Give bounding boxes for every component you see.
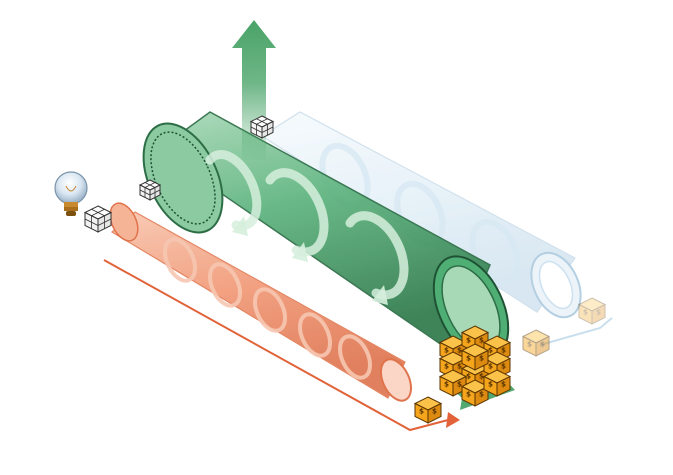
dollar-symbol: $ <box>479 335 484 344</box>
dollar-symbol: $ <box>527 339 532 348</box>
dollar-cube-icon: $$ <box>413 396 443 424</box>
orange-pipe-back-rim <box>109 202 139 242</box>
dollar-symbol: $ <box>444 361 449 370</box>
dollar-symbol: $ <box>583 307 588 316</box>
idea-cube-icon <box>249 115 275 139</box>
dollar-symbol: $ <box>479 353 484 362</box>
blue-pipe-output-arrow <box>539 317 613 346</box>
blue-pipeline <box>260 111 613 346</box>
dollar-symbol: $ <box>501 379 506 388</box>
dollar-symbol: $ <box>488 379 493 388</box>
dollar-symbol: $ <box>466 389 471 398</box>
dollar-symbol: $ <box>466 335 471 344</box>
dollar-cube-icon: $$ <box>460 325 490 353</box>
dollar-cube-icon: $$ <box>521 329 551 357</box>
dollar-cube-icon: $$ <box>577 297 607 325</box>
dollar-cube-icon: $$ <box>482 369 512 397</box>
dollar-symbol: $ <box>596 307 601 316</box>
dollar-symbol: $ <box>432 406 437 415</box>
orange-pipe-output-arrow <box>103 259 449 432</box>
idea-cube-group <box>83 115 275 233</box>
orange-pipe-rings <box>162 237 373 380</box>
green-pipe-swirl-arrows <box>205 150 409 300</box>
idea-cube-icon <box>83 205 113 233</box>
dollar-symbol: $ <box>501 361 506 370</box>
idea-cube-icon <box>138 179 162 201</box>
green-pipe-swirl-heads <box>232 216 388 305</box>
dollar-symbol: $ <box>419 406 424 415</box>
dollar-cube-icon: $$ <box>482 351 512 379</box>
dollar-symbol: $ <box>488 345 493 354</box>
dollar-symbol: $ <box>479 371 484 380</box>
dollar-symbol: $ <box>466 371 471 380</box>
dollar-symbol: $ <box>444 345 449 354</box>
dollar-symbol: $ <box>457 379 462 388</box>
dollar-cube-icon: $$ <box>460 343 490 371</box>
dollar-symbol: $ <box>540 339 545 348</box>
dollar-symbol: $ <box>457 361 462 370</box>
light-bulb-icon <box>54 171 88 216</box>
dollar-cube-icon: $$ <box>460 379 490 407</box>
dollar-symbol: $ <box>488 361 493 370</box>
dollar-cube-group: $$$$$$$$$$$$$$$$$$$$$$ <box>413 325 512 424</box>
dollar-cube-icon: $$ <box>577 297 607 325</box>
orange-pipe-front-rim <box>379 358 413 402</box>
dollar-cube-icon: $$ <box>521 329 551 357</box>
dollar-symbol: $ <box>457 345 462 354</box>
dollar-symbol: $ <box>501 345 506 354</box>
dollar-symbol: $ <box>444 379 449 388</box>
dollar-symbol: $ <box>479 389 484 398</box>
green-pipeline <box>142 111 515 410</box>
dollar-symbol: $ <box>466 353 471 362</box>
orange-pipeline <box>103 202 460 432</box>
